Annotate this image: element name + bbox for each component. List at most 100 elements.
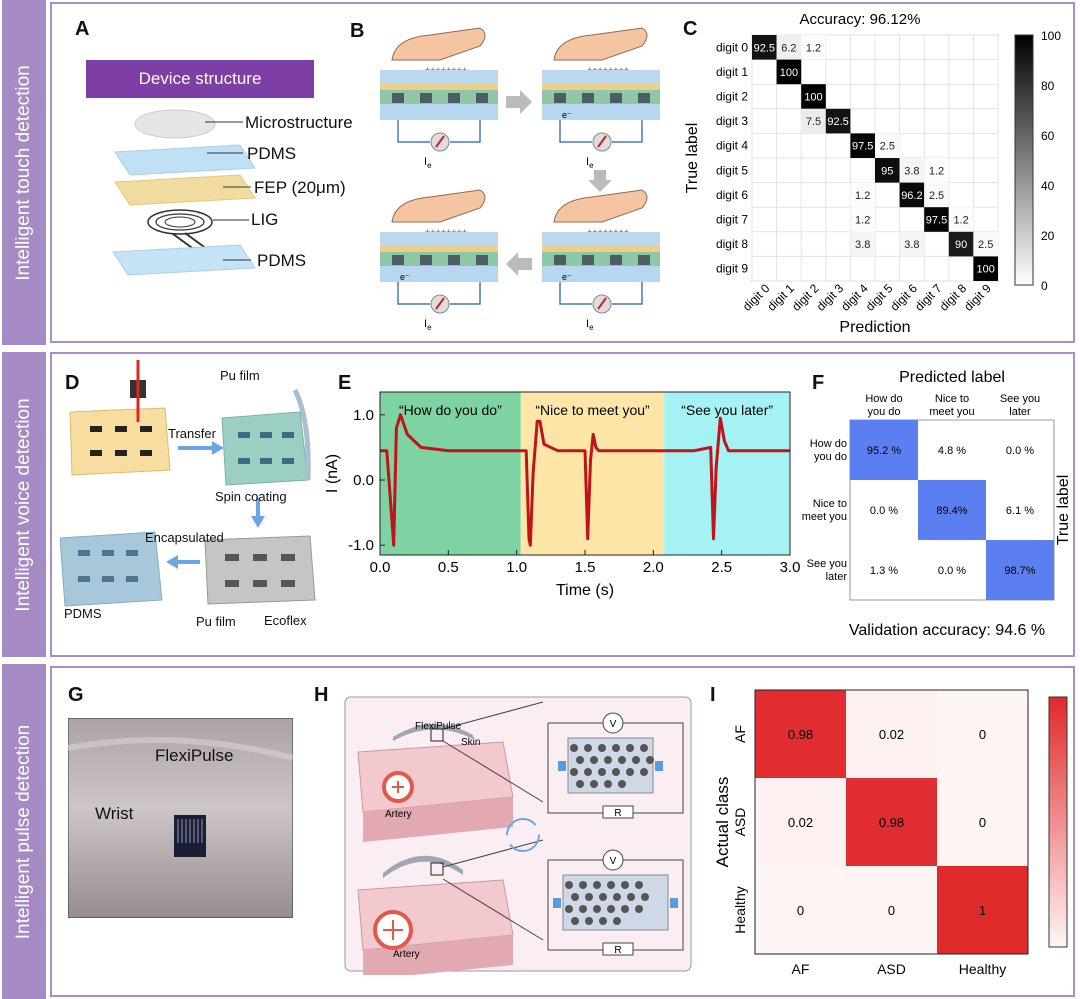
validation-accuracy: Validation accuracy: 94.6 %	[849, 622, 1045, 639]
particle	[646, 756, 654, 764]
skin-block	[357, 701, 544, 842]
y-tick-label: 1.0	[353, 407, 374, 424]
x-tick-label: digit 2	[789, 281, 822, 314]
y-tick-label: digit 0	[716, 40, 748, 54]
layer-label-lig: LIG	[251, 210, 279, 229]
segment-band	[664, 392, 790, 555]
substrate-layer	[542, 266, 660, 282]
particle	[618, 780, 626, 788]
cell-value: 1.2	[855, 215, 870, 227]
electrode-layer	[542, 90, 660, 104]
resistor-label: R	[614, 808, 621, 819]
x-tick-label: Healthy	[959, 961, 1006, 977]
cell-value: 0.98	[788, 727, 813, 742]
matrix-cell	[850, 231, 875, 257]
current-trace	[380, 413, 790, 547]
dielectric-layer	[542, 70, 660, 84]
cell-value: 92.5	[827, 116, 848, 128]
matrix-cell	[801, 84, 826, 109]
zoom-line	[442, 701, 544, 730]
pressure-arrow	[553, 898, 561, 908]
panel-label-g: G	[68, 684, 84, 706]
flow-arrow-down	[588, 170, 612, 192]
y-tick-label: digit 2	[716, 90, 748, 104]
electrode-layer	[380, 90, 498, 104]
skin-label: Skin	[461, 737, 480, 748]
cell-value: 0	[888, 903, 895, 918]
zoom-box	[430, 862, 444, 876]
matrix-cell	[899, 231, 925, 257]
label-flexipulse: FlexiPulse	[155, 746, 234, 765]
cell-value: 0	[979, 815, 986, 830]
electrode	[476, 93, 488, 103]
voltmeter-label: V	[610, 719, 617, 730]
section-bar-touch: Intelligent touch detection	[2, 0, 46, 345]
x-tick-label: 0.0	[370, 559, 391, 576]
current-arrow	[597, 135, 607, 148]
x-tick-label: AF	[792, 961, 810, 977]
panel-label-f: F	[812, 372, 825, 394]
x-category-label: later	[1009, 406, 1031, 418]
y-axis-title: I (nA)	[325, 454, 341, 493]
substrate-layer	[542, 104, 660, 120]
particle	[565, 881, 573, 889]
matrix-cell	[846, 778, 937, 866]
colorbar-tick: 80	[1041, 79, 1055, 93]
label-wrist: Wrist	[95, 804, 134, 823]
dielectric-layer	[542, 232, 660, 246]
electrode	[448, 255, 460, 265]
skin-block	[357, 839, 544, 975]
cell-value: 96.2	[901, 190, 922, 202]
label-encapsulated: Encapsulated	[145, 530, 224, 545]
particle	[599, 917, 607, 925]
current-subscript: e	[427, 323, 432, 330]
voltmeter	[602, 712, 624, 734]
electrode	[610, 93, 622, 103]
cell-value: 1.2	[953, 215, 968, 227]
y-tick-label: -1.0	[348, 537, 374, 554]
layer-label-pdms-bottom: PDMS	[257, 251, 307, 270]
x-tick-label: 0.5	[438, 559, 459, 576]
y-tick-label: digit 8	[716, 237, 748, 251]
cell-value: 3.8	[855, 239, 870, 251]
microstructure-layer	[134, 109, 216, 139]
x-tick-label: digit 8	[937, 281, 970, 314]
colorbar-tick: 100	[1041, 29, 1061, 43]
ecoflex-sheet	[204, 535, 316, 605]
fep-layer	[542, 246, 660, 252]
electrode	[554, 93, 566, 103]
lig-coil	[147, 209, 213, 235]
x-tick-label: digit 6	[887, 281, 920, 314]
layer-label-fep: FEP (20μm)	[254, 178, 346, 197]
particle	[598, 744, 606, 752]
segment-label: “See you later”	[681, 402, 773, 418]
matrix-cell	[924, 182, 949, 208]
fep-layer	[114, 174, 256, 206]
dielectric-layer	[380, 70, 498, 84]
particle	[585, 917, 593, 925]
matrix-cell	[924, 207, 949, 232]
panel-label-h: H	[314, 684, 329, 706]
matrix-cell	[875, 133, 900, 158]
x-tick-label: digit 1	[764, 281, 797, 314]
particle	[584, 768, 592, 776]
matrix-cell	[776, 59, 802, 85]
device-structure-title: Device structure	[138, 69, 262, 88]
touch-stage: ++++++++Iee⁻	[380, 189, 498, 330]
electrode	[420, 255, 432, 265]
device-layer-stack	[112, 109, 256, 276]
matrix-cell	[850, 133, 875, 158]
zoom-line	[442, 740, 544, 803]
flow-arrow-right	[506, 90, 532, 114]
y-tick-label: 0.0	[353, 472, 374, 489]
x-tick-label: ASD	[877, 961, 906, 977]
matrix-cell	[875, 158, 900, 183]
matrix-cell	[948, 207, 974, 232]
matrix-cell	[924, 158, 949, 183]
cycle-arrow	[506, 818, 540, 852]
fep-layer	[380, 84, 498, 90]
circuit-wire	[559, 282, 643, 305]
matrix-frame	[754, 689, 1029, 955]
x-tick-label: 1.0	[506, 559, 527, 576]
x-category-label: meet you	[929, 406, 974, 418]
